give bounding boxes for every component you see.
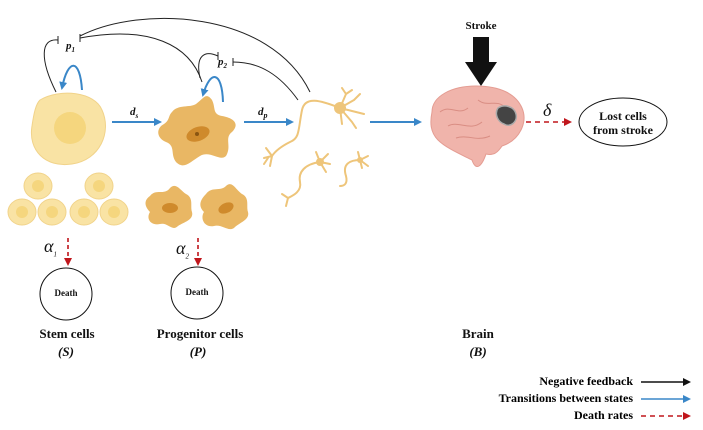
legend-item-death-rates: Death rates [574, 408, 697, 423]
negative-feedback-arcs [43, 17, 311, 101]
progenitor-death-label: Death [185, 287, 209, 297]
feedback-stem-to-p1 [43, 39, 59, 93]
stroke-arrow-icon [465, 37, 497, 86]
param-dp: dp [258, 106, 268, 121]
legend-swatch-solid-blue [641, 394, 691, 403]
param-ds: ds [130, 106, 139, 121]
legend-item-transitions: Transitions between states [499, 391, 697, 406]
progenitor-cell-large [158, 96, 236, 166]
feedback-neuron-to-p2 [232, 61, 299, 101]
legend-swatch-dashed-red [641, 411, 691, 420]
legend-label: Death rates [574, 408, 633, 422]
feedback-progenitor-to-p1 [79, 33, 203, 83]
stem-cells-small [7, 172, 129, 226]
stem-death-node [39, 267, 93, 321]
brain-icon [430, 85, 525, 168]
stem-cells-caption: Stem cells [39, 326, 95, 341]
progenitor-death-node [170, 266, 224, 320]
param-p1: p1 [66, 40, 75, 55]
progenitor-cells-small [145, 184, 249, 230]
stroke-label: Stroke [465, 20, 497, 32]
lost-cells-node [578, 97, 668, 147]
progenitor-cells-caption: Progenitor cells [156, 326, 244, 341]
stem-death-label: Death [54, 288, 78, 298]
param-alpha2: α2 [176, 238, 189, 261]
param-delta: δ [543, 100, 552, 120]
brain-symbol: (B) [469, 344, 487, 359]
param-p2: p2 [218, 56, 227, 71]
stem-self-renewal-arrow [59, 64, 83, 91]
legend-item-negative-feedback: Negative feedback [539, 374, 697, 389]
legend-label: Transitions between states [498, 391, 633, 405]
feedback-progenitor-to-p2 [198, 53, 219, 79]
stem-cells-symbol: (S) [58, 344, 74, 359]
legend-label: Negative feedback [539, 374, 633, 388]
param-alpha1: α1 [44, 236, 57, 259]
brain-caption: Brain [462, 326, 494, 341]
progenitor-self-renewal-arrow [200, 76, 224, 103]
stem-cell-large [30, 92, 106, 166]
neurons [263, 87, 369, 207]
progenitor-cells-symbol: (P) [189, 344, 207, 359]
legend-swatch-solid-black [641, 377, 691, 386]
feedback-neuron-to-p1 [79, 17, 311, 93]
